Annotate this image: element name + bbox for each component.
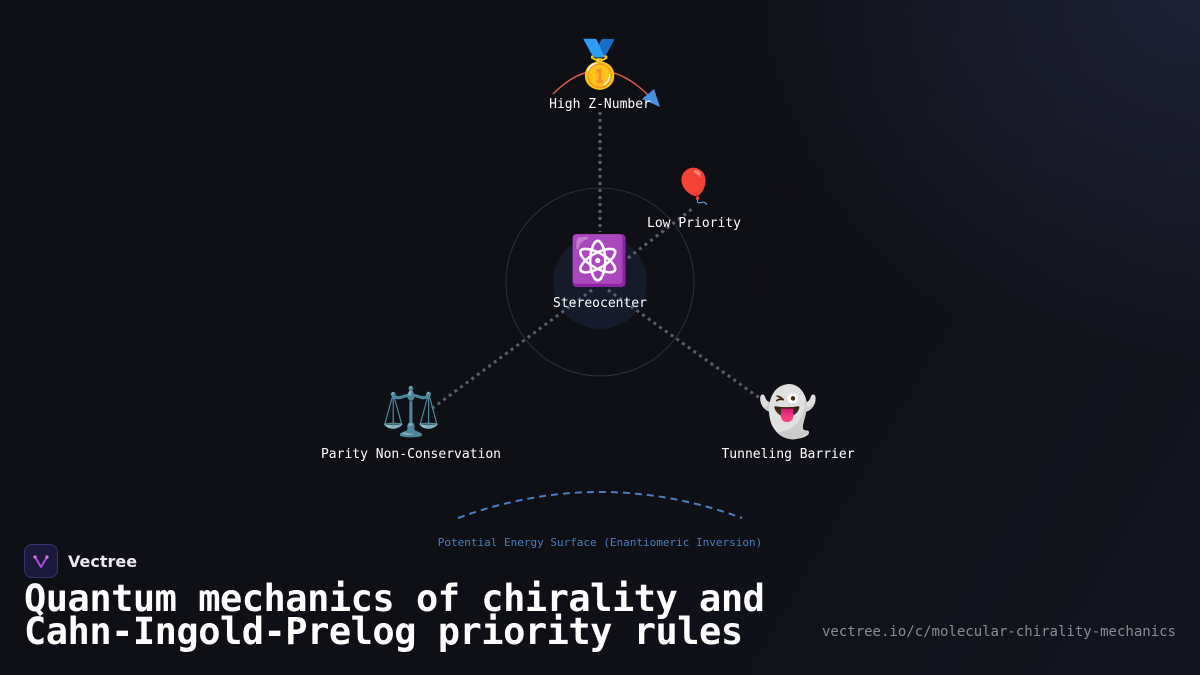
balloon-icon: 🎈 xyxy=(673,166,715,207)
bond-parity xyxy=(429,288,593,412)
energy-surface-curve xyxy=(457,491,743,519)
node-label-low: Low Priority xyxy=(647,216,741,231)
medal-icon: 🥇 xyxy=(571,37,628,92)
node-label-center: Stereocenter xyxy=(553,296,647,311)
bond-tunnel xyxy=(607,288,769,406)
brand[interactable]: Vectree xyxy=(24,544,137,578)
node-label-high: High Z-Number xyxy=(549,97,651,112)
rotation-arc xyxy=(552,70,651,98)
rotation-arrowhead xyxy=(642,89,660,107)
vectree-logo-icon xyxy=(24,544,58,578)
ghost-icon: 👻 xyxy=(758,383,818,440)
source-url[interactable]: vectree.io/c/molecular-chirality-mechani… xyxy=(821,624,1176,640)
node-label-tunnel: Tunneling Barrier xyxy=(721,447,854,462)
title-line-2: Cahn-Ingold-Prelog priority rules xyxy=(24,610,743,653)
balance-scale-icon: ⚖️ xyxy=(381,384,441,440)
brand-name: Vectree xyxy=(68,551,138,571)
energy-surface-label: Potential Energy Surface (Enantiomeric I… xyxy=(438,536,763,549)
node-label-parity: Parity Non-Conservation xyxy=(321,447,501,462)
chirality-diagram: 🥇 🎈 ⚛️ ⚖️ 👻 High Z-Number Low Priority S… xyxy=(321,37,855,549)
orbit-ring xyxy=(505,187,695,377)
title-line-1: Quantum mechanics of chirality and xyxy=(24,577,765,620)
page-title: Quantum mechanics of chirality and Cahn-… xyxy=(24,577,804,653)
center-disc xyxy=(553,235,647,329)
atom-icon: ⚛️ xyxy=(569,233,629,289)
